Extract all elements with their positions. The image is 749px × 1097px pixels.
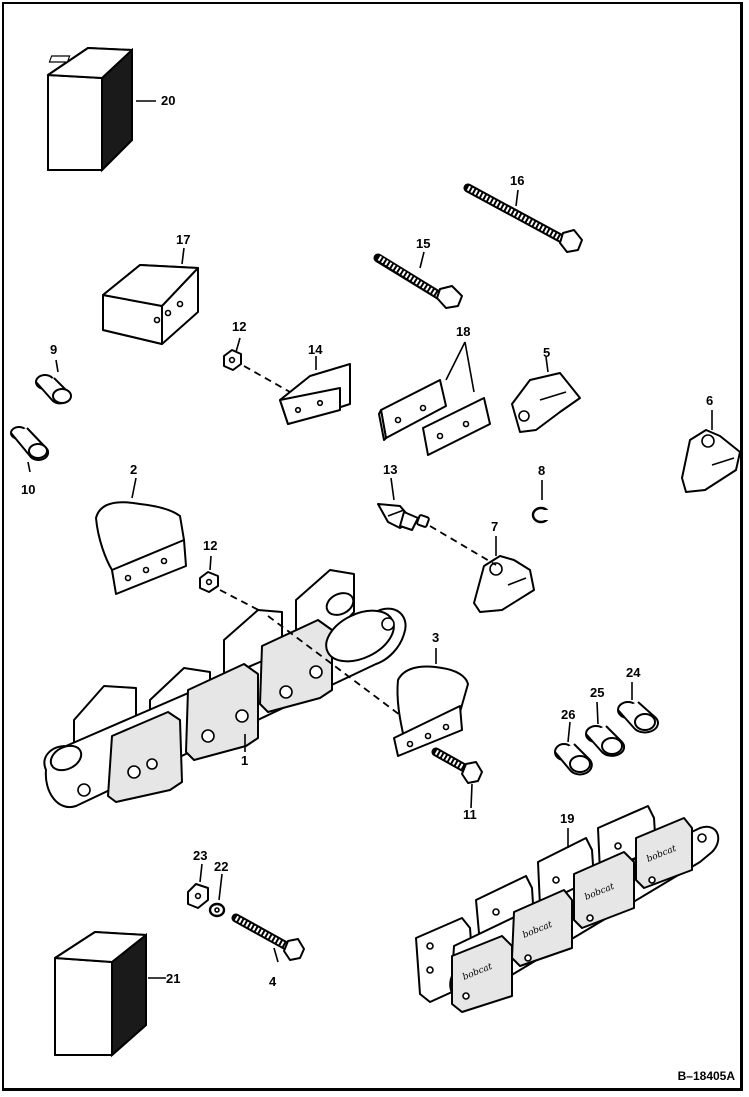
leader-lines [27,100,713,979]
part-18-plates [378,379,491,456]
callout-23: 23 [193,848,208,863]
callout-22: 22 [214,859,229,874]
callout-14: 14 [308,342,323,357]
callout-20: 20 [161,93,176,108]
part-1-chain [43,569,421,809]
callout-1: 1 [241,753,249,768]
part-26-bushing [554,743,593,776]
callout-2: 2 [130,462,138,477]
callout-6: 6 [706,393,714,408]
callout-16: 16 [510,173,525,188]
part-4-bolt [231,913,305,961]
part-14-bar [279,363,351,425]
callout-24: 24 [626,665,641,680]
part-8-clip [531,506,552,524]
callout-10: 10 [21,482,36,497]
part-11-bolt [431,747,483,784]
part-22-washer [208,902,226,918]
part-17-block [102,264,199,345]
part-13-tooth [377,503,430,531]
callout-26: 26 [561,707,576,722]
part-23-nut [187,883,209,909]
part-24-bushing [617,701,659,734]
callout-4: 4 [269,974,277,989]
part-12-nut-lower [199,571,271,617]
part-5-bracket [511,372,581,433]
part-7-bracket [429,525,535,613]
callout-8: 8 [538,463,546,478]
part-2-plate [95,501,187,595]
figure-id: B–18405A [677,1069,735,1083]
callout-11: 11 [463,807,477,822]
part-10-bushing [10,426,50,461]
part-21-box [54,931,147,1058]
callout-5: 5 [543,345,551,360]
callout-9: 9 [50,342,58,357]
part-3-plate [393,665,469,757]
callout-12-upper: 12 [232,319,247,334]
part-19-chain: bobcat bobcat bobcat bobcat [415,805,720,1013]
part-6-bracket [681,429,741,493]
part-20-box [47,47,133,173]
part-25-bushing [585,725,626,757]
part-9-bushing [35,374,72,405]
callout-19: 19 [560,811,575,826]
part-16-bolt [463,183,583,253]
part-15-bolt [373,253,463,309]
callout-25: 25 [590,685,605,700]
callout-3: 3 [432,630,440,645]
callout-17: 17 [176,232,191,247]
part-12-nut-upper [223,349,291,393]
callout-18: 18 [456,324,471,339]
callout-7: 7 [491,519,499,534]
callout-12-lower: 12 [203,538,218,553]
callout-21: 21 [166,971,181,986]
callout-15: 15 [416,236,431,251]
callout-13: 13 [383,462,398,477]
